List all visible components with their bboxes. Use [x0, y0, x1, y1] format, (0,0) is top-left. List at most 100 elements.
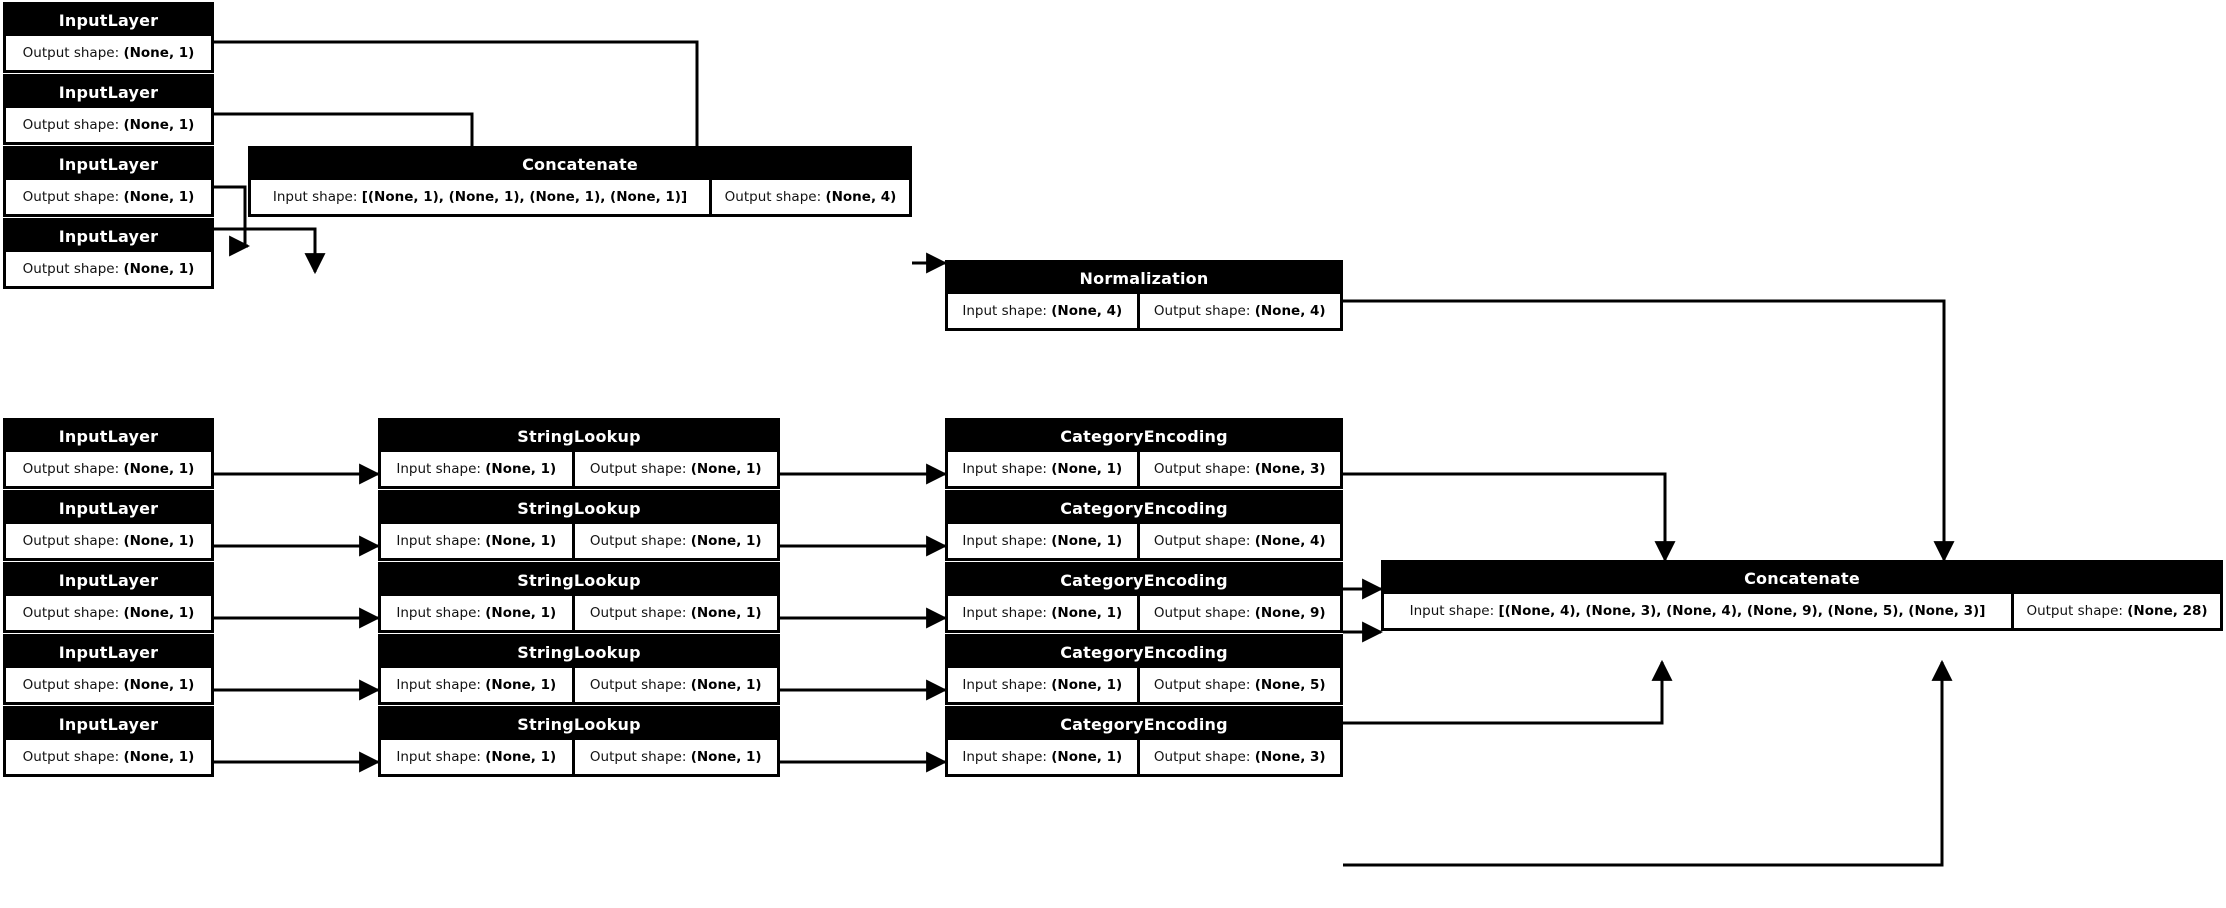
- output-shape-label: Output shape:: [1153, 303, 1251, 319]
- node-category-encoding-5[interactable]: CategoryEncoding Input shape: (None, 1) …: [945, 706, 1343, 777]
- output-shape-label: Output shape:: [22, 261, 120, 277]
- edge-input3-concat1: [214, 185, 251, 257]
- node-body: Input shape: [(None, 1), (None, 1), (Non…: [251, 180, 909, 214]
- input-shape-value: (None, 1): [485, 749, 557, 765]
- node-body: Output shape: (None, 1): [6, 596, 211, 630]
- node-category-encoding-3[interactable]: CategoryEncoding Input shape: (None, 1) …: [945, 562, 1343, 633]
- output-shape-label: Output shape:: [589, 749, 687, 765]
- input-shape-cell: Input shape: (None, 1): [948, 596, 1137, 630]
- node-title: InputLayer: [6, 421, 211, 452]
- node-body: Output shape: (None, 1): [6, 668, 211, 702]
- node-body: Output shape: (None, 1): [6, 180, 211, 214]
- node-category-encoding-4[interactable]: CategoryEncoding Input shape: (None, 1) …: [945, 634, 1343, 705]
- input-shape-cell: Input shape: [(None, 4), (None, 3), (Non…: [1384, 594, 2011, 628]
- output-shape-value: (None, 1): [123, 117, 195, 133]
- node-title: StringLookup: [381, 637, 777, 668]
- output-shape-cell: Output shape: (None, 1): [571, 668, 777, 702]
- output-shape-value: (None, 9): [1254, 605, 1326, 621]
- node-concatenate-1[interactable]: Concatenate Input shape: [(None, 1), (No…: [248, 146, 912, 217]
- node-input-layer-8[interactable]: InputLayer Output shape: (None, 1): [3, 634, 214, 705]
- node-body: Output shape: (None, 1): [6, 524, 211, 558]
- output-shape-cell: Output shape: (None, 3): [1136, 740, 1340, 774]
- input-shape-value: (None, 1): [485, 461, 557, 477]
- node-body: Input shape: (None, 1) Output shape: (No…: [948, 452, 1340, 486]
- output-shape-cell: Output shape: (None, 28): [2011, 594, 2220, 628]
- node-body: Output shape: (None, 1): [6, 36, 211, 70]
- input-shape-value: (None, 1): [485, 533, 557, 549]
- node-title: InputLayer: [6, 5, 211, 36]
- input-shape-value: (None, 1): [1051, 533, 1123, 549]
- node-body: Input shape: (None, 1) Output shape: (No…: [381, 524, 777, 558]
- input-shape-value: (None, 1): [1051, 605, 1123, 621]
- output-shape-value: (None, 1): [690, 461, 762, 477]
- output-shape-value: (None, 1): [690, 749, 762, 765]
- node-concatenate-2[interactable]: Concatenate Input shape: [(None, 4), (No…: [1381, 560, 2223, 631]
- node-input-layer-6[interactable]: InputLayer Output shape: (None, 1): [3, 490, 214, 561]
- input-shape-cell: Input shape: (None, 1): [948, 668, 1137, 702]
- input-shape-value: (None, 1): [1051, 749, 1123, 765]
- output-shape-label: Output shape:: [22, 533, 120, 549]
- input-shape-label: Input shape:: [396, 677, 481, 693]
- output-shape-cell: Output shape: (None, 1): [571, 452, 777, 486]
- output-shape-label: Output shape:: [22, 749, 120, 765]
- node-title: InputLayer: [6, 637, 211, 668]
- node-string-lookup-3[interactable]: StringLookup Input shape: (None, 1) Outp…: [378, 562, 780, 633]
- node-string-lookup-1[interactable]: StringLookup Input shape: (None, 1) Outp…: [378, 418, 780, 489]
- output-shape-value: (None, 4): [1254, 303, 1326, 319]
- node-body: Output shape: (None, 1): [6, 740, 211, 774]
- output-shape-cell: Output shape: (None, 1): [6, 252, 211, 286]
- node-body: Input shape: [(None, 4), (None, 3), (Non…: [1384, 594, 2220, 628]
- node-string-lookup-2[interactable]: StringLookup Input shape: (None, 1) Outp…: [378, 490, 780, 561]
- input-shape-cell: Input shape: (None, 1): [948, 452, 1137, 486]
- output-shape-cell: Output shape: (None, 1): [6, 524, 211, 558]
- output-shape-value: (None, 1): [123, 533, 195, 549]
- node-input-layer-7[interactable]: InputLayer Output shape: (None, 1): [3, 562, 214, 633]
- node-title: Concatenate: [251, 149, 909, 180]
- edge-normalization-concat2: [1343, 299, 1955, 563]
- node-input-layer-9[interactable]: InputLayer Output shape: (None, 1): [3, 706, 214, 777]
- output-shape-value: (None, 28): [2127, 603, 2208, 619]
- output-shape-label: Output shape:: [1153, 605, 1251, 621]
- edge-input4-concat1: [214, 227, 326, 275]
- node-category-encoding-1[interactable]: CategoryEncoding Input shape: (None, 1) …: [945, 418, 1343, 489]
- node-body: Input shape: (None, 1) Output shape: (No…: [948, 596, 1340, 630]
- output-shape-label: Output shape:: [589, 461, 687, 477]
- node-input-layer-1[interactable]: InputLayer Output shape: (None, 1): [3, 2, 214, 73]
- node-string-lookup-4[interactable]: StringLookup Input shape: (None, 1) Outp…: [378, 634, 780, 705]
- node-title: Concatenate: [1384, 563, 2220, 594]
- node-body: Input shape: (None, 1) Output shape: (No…: [948, 668, 1340, 702]
- node-string-lookup-5[interactable]: StringLookup Input shape: (None, 1) Outp…: [378, 706, 780, 777]
- output-shape-cell: Output shape: (None, 5): [1136, 668, 1340, 702]
- input-shape-cell: Input shape: (None, 4): [948, 294, 1137, 328]
- node-input-layer-5[interactable]: InputLayer Output shape: (None, 1): [3, 418, 214, 489]
- node-input-layer-2[interactable]: InputLayer Output shape: (None, 1): [3, 74, 214, 145]
- node-input-layer-3[interactable]: InputLayer Output shape: (None, 1): [3, 146, 214, 217]
- node-body: Input shape: (None, 4) Output shape: (No…: [948, 294, 1340, 328]
- node-title: StringLookup: [381, 493, 777, 524]
- node-input-layer-4[interactable]: InputLayer Output shape: (None, 1): [3, 218, 214, 289]
- output-shape-label: Output shape:: [2026, 603, 2123, 619]
- output-shape-cell: Output shape: (None, 4): [709, 180, 909, 214]
- output-shape-value: (None, 5): [1254, 677, 1326, 693]
- output-shape-label: Output shape:: [22, 605, 120, 621]
- output-shape-value: (None, 4): [1254, 533, 1326, 549]
- input-shape-value: (None, 1): [485, 605, 557, 621]
- output-shape-label: Output shape:: [22, 189, 120, 205]
- node-normalization[interactable]: Normalization Input shape: (None, 4) Out…: [945, 260, 1343, 331]
- output-shape-cell: Output shape: (None, 1): [6, 452, 211, 486]
- output-shape-value: (None, 1): [690, 677, 762, 693]
- input-shape-cell: Input shape: [(None, 1), (None, 1), (Non…: [251, 180, 709, 214]
- output-shape-label: Output shape:: [1153, 749, 1251, 765]
- node-title: Normalization: [948, 263, 1340, 294]
- input-shape-label: Input shape:: [962, 677, 1047, 693]
- output-shape-cell: Output shape: (None, 3): [1136, 452, 1340, 486]
- node-category-encoding-2[interactable]: CategoryEncoding Input shape: (None, 1) …: [945, 490, 1343, 561]
- output-shape-label: Output shape:: [1153, 677, 1251, 693]
- node-title: StringLookup: [381, 709, 777, 740]
- output-shape-value: (None, 3): [1254, 749, 1326, 765]
- output-shape-value: (None, 1): [123, 261, 195, 277]
- node-title: CategoryEncoding: [948, 565, 1340, 596]
- output-shape-cell: Output shape: (None, 1): [6, 740, 211, 774]
- edge-catenc1-concat2: [1343, 472, 1676, 563]
- input-shape-cell: Input shape: (None, 1): [381, 524, 572, 558]
